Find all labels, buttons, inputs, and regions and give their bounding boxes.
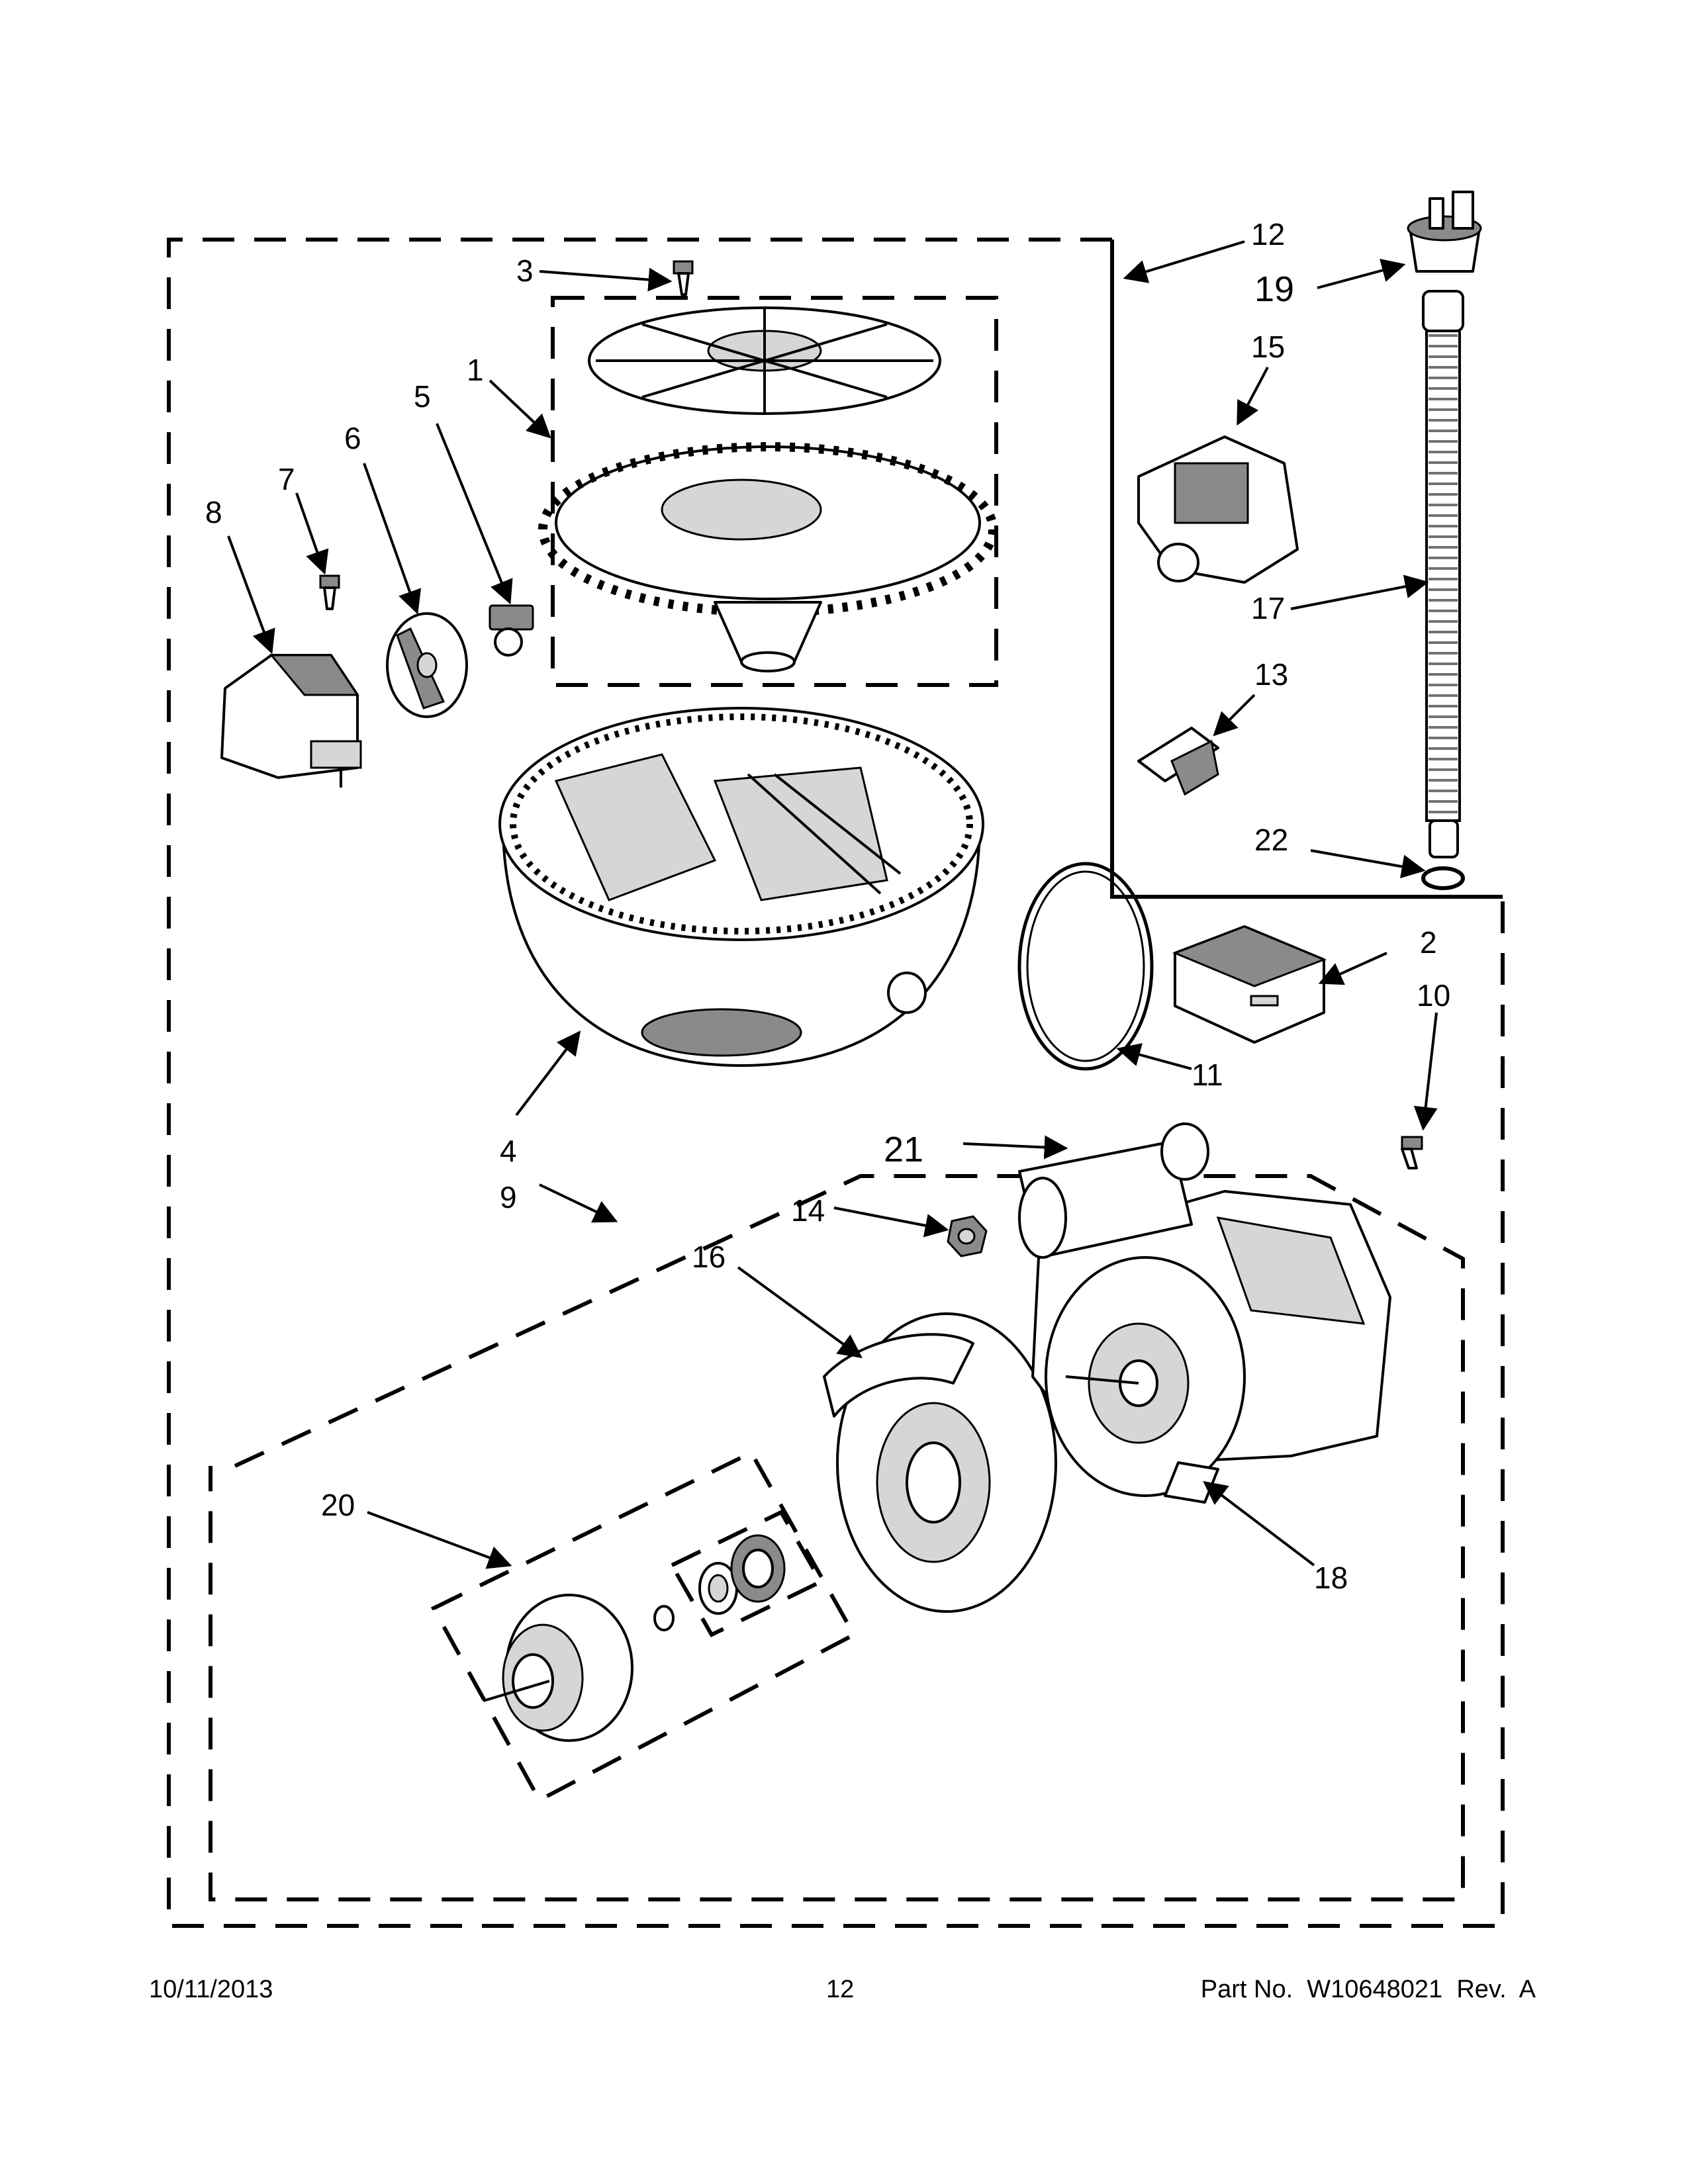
callout-2: 2 (1420, 925, 1437, 960)
part-5-clip (489, 604, 534, 657)
part-3-screw (673, 260, 694, 296)
part-13-clip (1137, 727, 1219, 796)
footer-part-number: Part No. W10648021 Rev. A (1200, 1976, 1536, 2003)
part-14-nut (947, 1215, 988, 1257)
motor-group-border (209, 1174, 1465, 1901)
outer-assembly-border (167, 238, 1505, 1928)
part-22-clamp (1421, 866, 1465, 890)
callout-14: 14 (791, 1193, 825, 1228)
part-15-diverter-motor (1137, 435, 1299, 584)
callout-18: 18 (1314, 1561, 1348, 1595)
callout-8: 8 (205, 495, 222, 529)
part-17-drain-hose (1422, 290, 1464, 858)
footer-date: 10/11/2013 (149, 1976, 273, 2003)
seal-kit-border (430, 1450, 857, 1803)
part-7-screw (319, 574, 340, 610)
callout-21: 21 (884, 1130, 923, 1169)
drain-group-border (1110, 240, 1503, 899)
callout-3: 3 (516, 253, 534, 288)
callout-7: 7 (278, 462, 295, 496)
part-11-ring (1017, 862, 1154, 1071)
part-2-housing (1172, 925, 1327, 1044)
filter-assembly (538, 306, 998, 672)
callout-6: 6 (344, 421, 361, 455)
callout-13: 13 (1254, 657, 1288, 692)
part-19-valve-top (1407, 191, 1482, 273)
part-4-sump (498, 707, 984, 1067)
callout-9: 9 (500, 1180, 517, 1214)
seal-subkit-border (669, 1510, 824, 1637)
callout-12: 12 (1251, 217, 1285, 251)
callout-1: 1 (467, 353, 484, 387)
callout-15: 15 (1251, 330, 1285, 364)
callout-4: 4 (500, 1134, 517, 1168)
part-18-motor (1031, 1190, 1391, 1504)
part-16-pump-housing (823, 1312, 1057, 1613)
callout-22: 22 (1254, 823, 1288, 857)
callout-17: 17 (1251, 591, 1285, 625)
dashed-group-borders (167, 238, 1505, 1928)
part-21-capacitor (1018, 1122, 1209, 1259)
part-10-screw (1401, 1136, 1423, 1169)
filter-group-border (551, 296, 998, 687)
part-8-cover (220, 654, 362, 788)
part-6-chopper (386, 612, 468, 718)
callout-11: 11 (1192, 1058, 1223, 1092)
callout-5: 5 (414, 379, 431, 414)
callout-16: 16 (692, 1240, 726, 1274)
footer-page-number: 12 (826, 1976, 855, 2003)
callout-10: 10 (1417, 978, 1450, 1013)
callout-labels: 3 1 5 6 7 8 4 9 10 2 11 12 13 14 15 16 1… (205, 217, 1450, 1595)
leader-lines (227, 240, 1438, 1569)
callout-19: 19 (1254, 269, 1294, 309)
part-20-seal-kit (483, 1534, 786, 1742)
callout-20: 20 (321, 1488, 355, 1522)
